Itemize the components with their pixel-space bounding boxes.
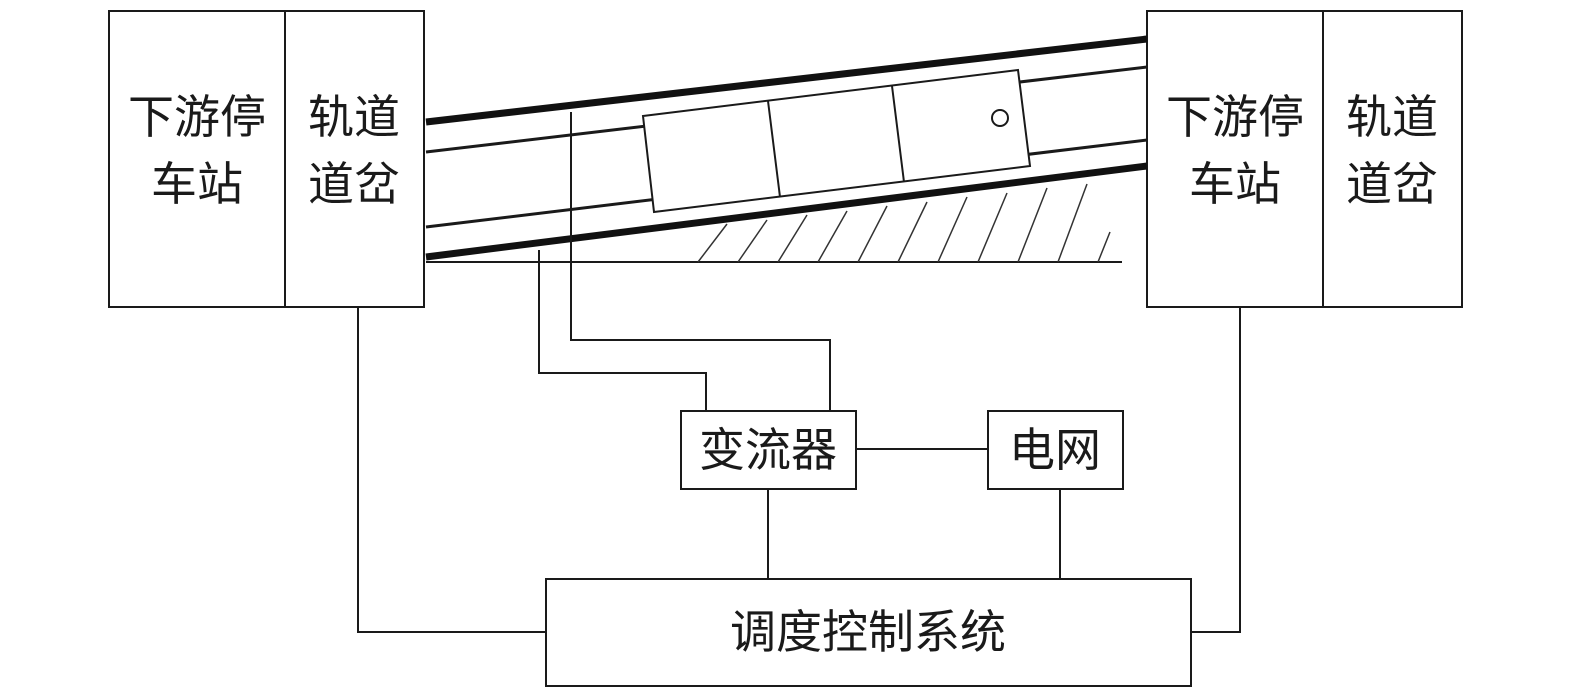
left-track-switch-box: [284, 10, 425, 308]
left-station-group: 下游停 车站 轨道 道岔: [108, 10, 425, 308]
right-switch-label-line2: 道岔: [1346, 157, 1438, 211]
left-switch-dispatch-link: [357, 307, 546, 633]
left-switch-label-line1: 轨道: [308, 90, 400, 144]
right-station-label-line1: 下游停: [1166, 90, 1304, 144]
left-station-label-line2: 车站: [151, 157, 243, 211]
left-switch-label-line2: 道岔: [308, 157, 400, 211]
track-feed-line-a: [538, 250, 707, 411]
dispatch-control-box: [545, 578, 1192, 687]
track-feed-line-b: [570, 112, 831, 411]
power-grid-label: 电网: [1009, 423, 1101, 477]
right-switch-label-line1: 轨道: [1346, 90, 1438, 144]
right-station-group: 下游停 车站 轨道 道岔: [1146, 10, 1463, 308]
train-indicator-circle: [991, 109, 1009, 127]
train-car-divider-1: [767, 100, 781, 198]
left-station-label-line1: 下游停: [128, 90, 266, 144]
upper-rail-thick: [425, 35, 1148, 126]
right-downstream-station-box: [1146, 10, 1324, 308]
ground-hatching: [697, 183, 1111, 263]
right-station-dispatch-link: [1191, 307, 1241, 633]
right-track-switch-box: [1322, 10, 1463, 308]
train-car-divider-2: [891, 85, 905, 183]
converter-box: [680, 410, 857, 490]
left-downstream-station-box: [108, 10, 286, 308]
dispatch-control-label: 调度控制系统: [730, 605, 1006, 659]
train-body: [641, 68, 1032, 214]
converter-label: 变流器: [699, 423, 837, 477]
lower-rail-thick: [425, 162, 1148, 261]
train: [641, 68, 1032, 214]
right-station-label-line2: 车站: [1189, 157, 1281, 211]
